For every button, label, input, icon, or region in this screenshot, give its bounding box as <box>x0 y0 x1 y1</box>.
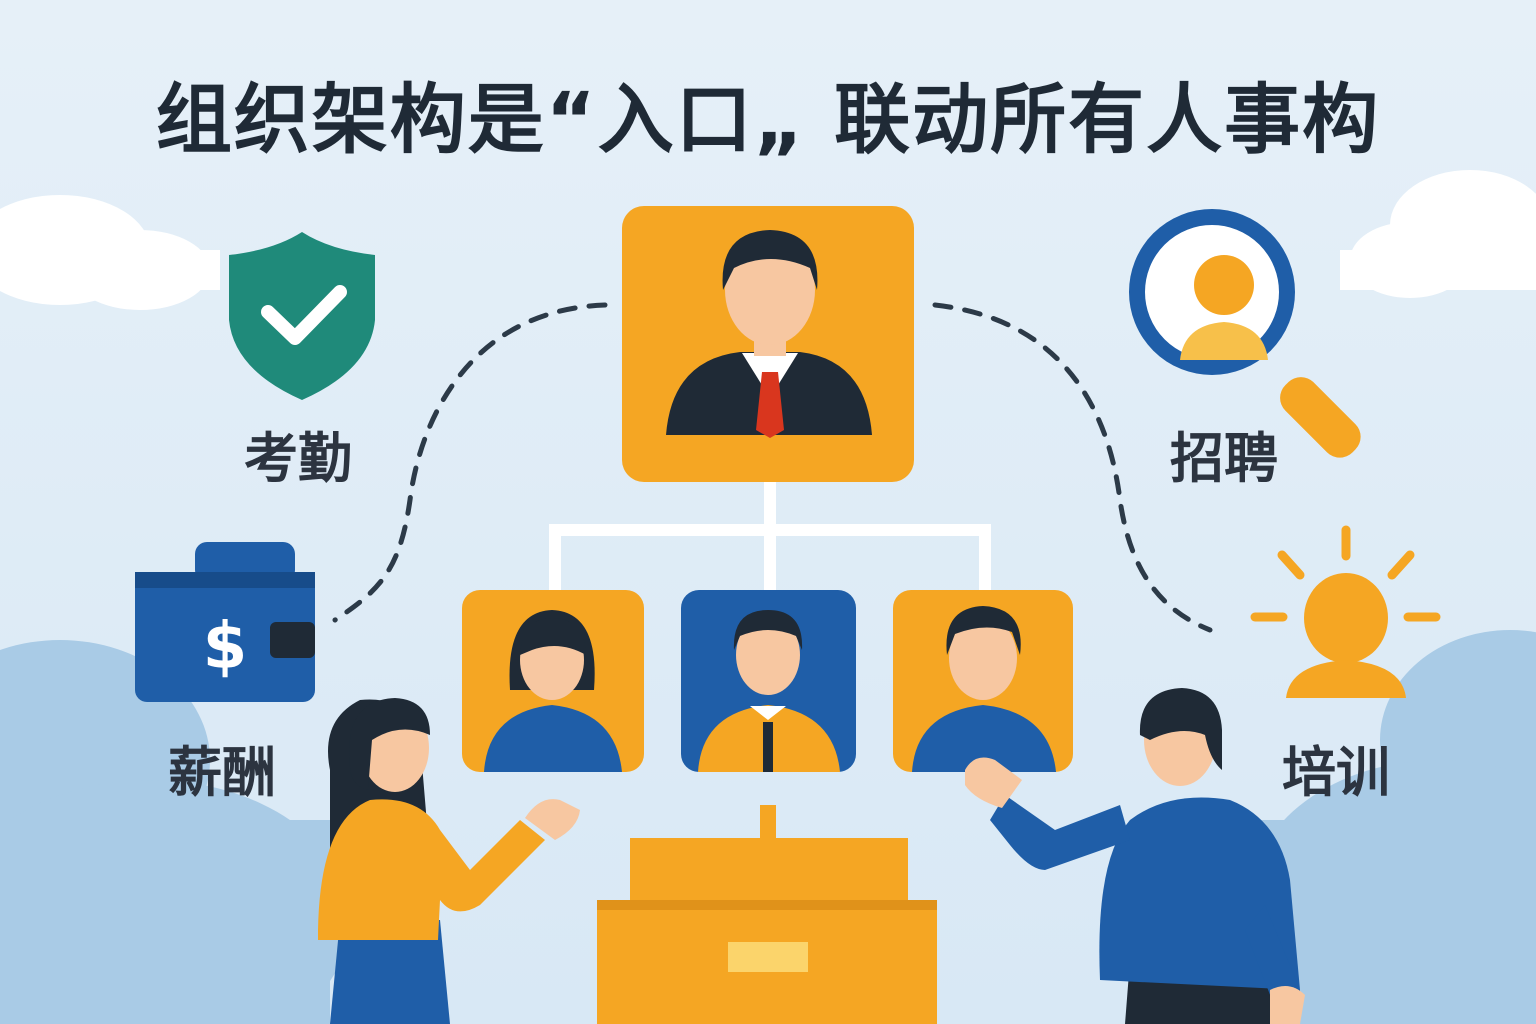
staff-card-1[interactable] <box>462 590 644 772</box>
cloud-left <box>0 195 220 310</box>
training-label[interactable]: 培训 <box>1282 741 1390 804</box>
lightbulb-person-icon <box>1250 525 1441 698</box>
woman-figure <box>318 698 580 1024</box>
man-figure <box>965 688 1305 1024</box>
magnifier-person-icon <box>1129 209 1361 458</box>
dashed-link-left <box>332 302 608 623</box>
dashed-link-right <box>932 302 1213 633</box>
dollar-symbol: $ <box>203 610 248 684</box>
recruitment-label[interactable]: 招聘 <box>1170 427 1278 490</box>
shield-check-icon <box>229 232 375 400</box>
hill-right <box>1250 630 1536 1024</box>
payroll-label[interactable]: 薪酬 <box>168 741 276 804</box>
cloud-right <box>1340 170 1536 298</box>
attendance-label[interactable]: 考勤 <box>244 427 352 490</box>
wallet-dollar-icon: $ <box>135 542 315 702</box>
page-title: 组织架构是“入口„ 联动所有人事构 <box>155 75 1381 164</box>
file-box <box>597 805 937 1024</box>
staff-card-3[interactable] <box>893 590 1073 772</box>
staff-card-2[interactable] <box>681 590 856 772</box>
manager-card[interactable] <box>622 206 914 482</box>
